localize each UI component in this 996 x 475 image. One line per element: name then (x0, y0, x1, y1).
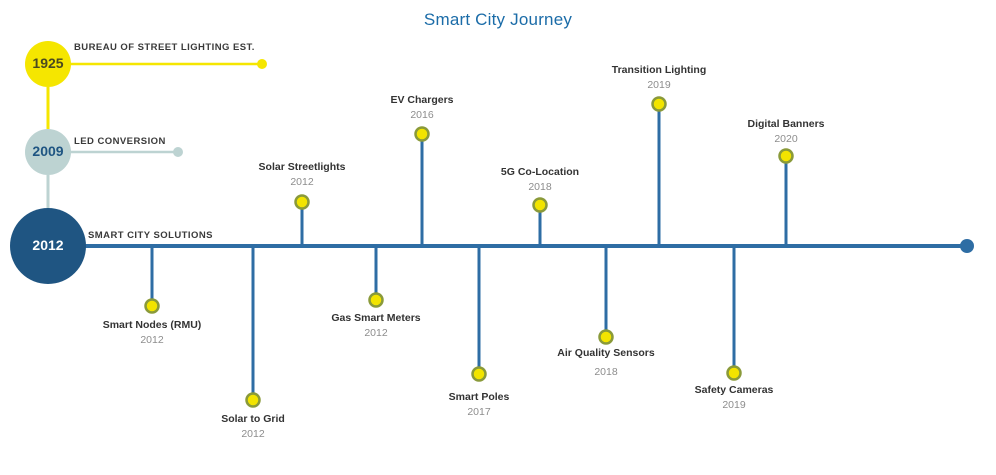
milestone-air-quality-sensors-label: Air Quality Sensors (557, 347, 655, 359)
era-1925-circle[interactable] (25, 41, 71, 87)
era-1925-connector-dot (257, 59, 267, 69)
milestone-5g-co-location-label: 5G Co-Location (500, 166, 580, 178)
milestone-5g-co-location-node[interactable] (532, 197, 548, 213)
milestone-stems-group (150, 104, 788, 400)
milestone-5g-co-location-year: 2018 (528, 181, 552, 193)
era-2009-caption: LED CONVERSION (74, 136, 166, 147)
milestone-smart-nodes-rmu-node[interactable] (144, 298, 160, 314)
milestone-transition-lighting-year: 2019 (647, 79, 671, 91)
milestone-smart-nodes-rmu-label: Smart Nodes (RMU) (102, 319, 202, 331)
milestone-smart-poles-label: Smart Poles (448, 391, 510, 403)
milestone-digital-banners-year: 2020 (774, 133, 798, 145)
milestone-ev-chargers-node[interactable] (414, 126, 430, 142)
milestone-safety-cameras-node[interactable] (726, 365, 742, 381)
milestone-solar-streetlights-label: Solar Streetlights (258, 161, 346, 173)
milestone-smart-poles-node[interactable] (471, 366, 487, 382)
milestone-safety-cameras-year: 2019 (722, 399, 746, 411)
milestone-transition-lighting-label: Transition Lighting (611, 64, 707, 76)
milestone-digital-banners-label: Digital Banners (747, 118, 825, 130)
milestone-ev-chargers-label: EV Chargers (390, 94, 454, 106)
milestone-nodes-group (144, 96, 794, 408)
milestone-smart-nodes-rmu-year: 2012 (140, 334, 164, 346)
milestone-smart-poles-year: 2017 (467, 406, 491, 418)
milestone-gas-smart-meters-label: Gas Smart Meters (331, 312, 421, 324)
milestone-solar-to-grid-year: 2012 (241, 428, 265, 440)
era-circles-group (10, 41, 86, 284)
era-2009-circle[interactable] (25, 129, 71, 175)
milestone-transition-lighting-node[interactable] (651, 96, 667, 112)
main-timeline-group (48, 239, 974, 253)
milestone-air-quality-sensors-node[interactable] (598, 329, 614, 345)
milestone-solar-to-grid-node[interactable] (245, 392, 261, 408)
era-2012-caption: SMART CITY SOLUTIONS (88, 230, 213, 241)
milestone-ev-chargers-year: 2016 (410, 109, 434, 121)
era-1925-caption: BUREAU OF STREET LIGHTING EST. (74, 42, 255, 53)
era-connectors-group (46, 59, 267, 208)
milestone-solar-streetlights-year: 2012 (290, 176, 314, 188)
milestone-gas-smart-meters-year: 2012 (364, 327, 388, 339)
page-title: Smart City Journey (423, 10, 573, 29)
milestone-gas-smart-meters-node[interactable] (368, 292, 384, 308)
milestone-solar-streetlights-node[interactable] (294, 194, 310, 210)
era-2012-circle[interactable] (10, 208, 86, 284)
milestone-digital-banners-node[interactable] (778, 148, 794, 164)
era-2009-connector-dot (173, 147, 183, 157)
milestone-safety-cameras-label: Safety Cameras (694, 384, 774, 396)
milestone-air-quality-sensors-year: 2018 (594, 366, 618, 378)
timeline-end-dot (960, 239, 974, 253)
milestone-solar-to-grid-label: Solar to Grid (221, 413, 285, 425)
